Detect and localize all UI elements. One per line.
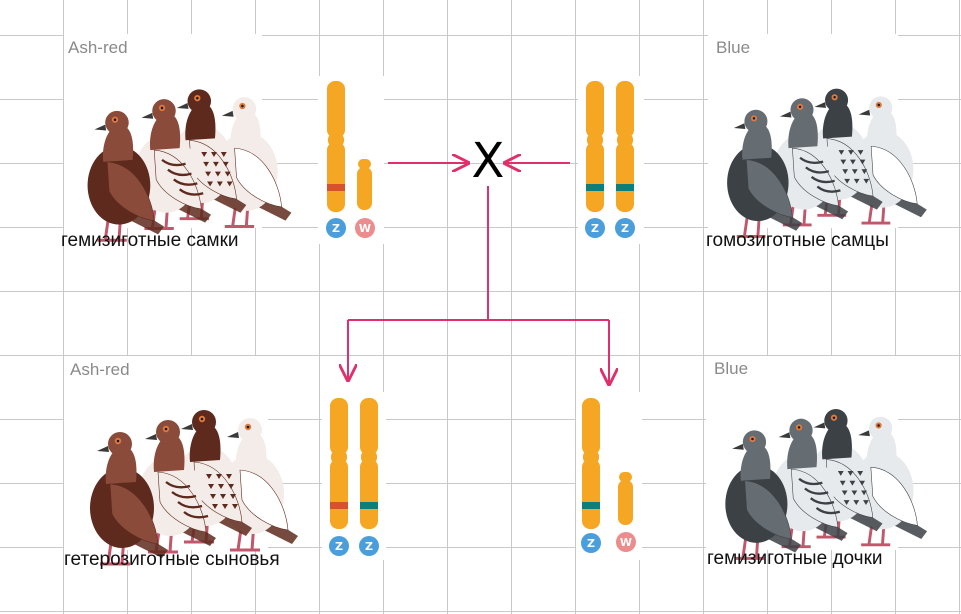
pigeon-figure (138, 420, 216, 554)
male-chromosome-pair: Z Z (578, 76, 644, 244)
z-chromosome (586, 81, 604, 212)
daughters-chromosome-svg: Z W (581, 398, 636, 553)
z-chromosome (327, 81, 345, 212)
z-chromosome (330, 398, 348, 529)
female-chromosome-svg: Z W (326, 81, 375, 238)
pigeon-figure (725, 430, 801, 560)
red-allele-band (327, 184, 345, 191)
male-chromosome-svg: Z Z (585, 81, 635, 238)
w-badge: W (616, 532, 636, 552)
w-chromosome (357, 159, 372, 210)
sons-caption: гетерозиготные сыновья (64, 549, 280, 570)
svg-text:Z: Z (621, 222, 629, 235)
svg-text:Z: Z (332, 222, 340, 235)
daughters-variety-label: Blue (714, 359, 749, 378)
male-variety-label: Blue (716, 38, 751, 57)
svg-text:Z: Z (591, 222, 599, 235)
z-badge: Z (329, 536, 349, 556)
female-chromosome-pair: Z W (318, 76, 384, 244)
svg-text:W: W (359, 222, 371, 235)
svg-text:Z: Z (365, 540, 373, 553)
teal-allele-band (586, 184, 604, 191)
z-chromosome (582, 398, 600, 529)
pigeon-figure (134, 99, 212, 230)
sons-chromosome-pair: Z Z (322, 392, 386, 560)
w-chromosome (618, 472, 633, 525)
sons-chromosome-svg: Z Z (329, 398, 379, 556)
z-badge: Z (581, 533, 601, 553)
teal-allele-band (582, 502, 600, 509)
daughters-caption: гемизиготные дочки (707, 548, 883, 569)
cross-symbol: X (471, 133, 505, 189)
pigeon-figure (727, 109, 802, 238)
z-badge: Z (585, 218, 605, 238)
pigeon-figure (90, 432, 168, 566)
male-caption: гомозиготные самцы (706, 230, 889, 251)
pigeon-figure (773, 98, 849, 227)
svg-text:Z: Z (587, 537, 595, 550)
ash-red-pigeons-image (87, 89, 292, 242)
female-variety-label: Ash-red (68, 38, 128, 57)
z-badge: Z (359, 536, 379, 556)
daughters-chromosome-pair: Z W (576, 392, 642, 560)
female-caption: гемизиготные самки (61, 230, 239, 251)
teal-allele-band (360, 502, 378, 509)
blue-pigeons-image (725, 408, 928, 560)
svg-text:Z: Z (335, 540, 343, 553)
teal-allele-band (616, 184, 634, 191)
svg-text:W: W (620, 536, 632, 549)
z-chromosome (360, 398, 378, 529)
z-chromosome (616, 81, 634, 212)
blue-pigeons-image (727, 88, 927, 238)
ash-red-pigeons-image (90, 410, 298, 566)
z-badge: Z (615, 218, 635, 238)
pigeon-figure (87, 110, 164, 242)
z-badge: Z (326, 218, 346, 238)
sons-variety-label: Ash-red (70, 360, 130, 379)
red-allele-band (330, 502, 348, 509)
w-badge: W (355, 218, 375, 238)
